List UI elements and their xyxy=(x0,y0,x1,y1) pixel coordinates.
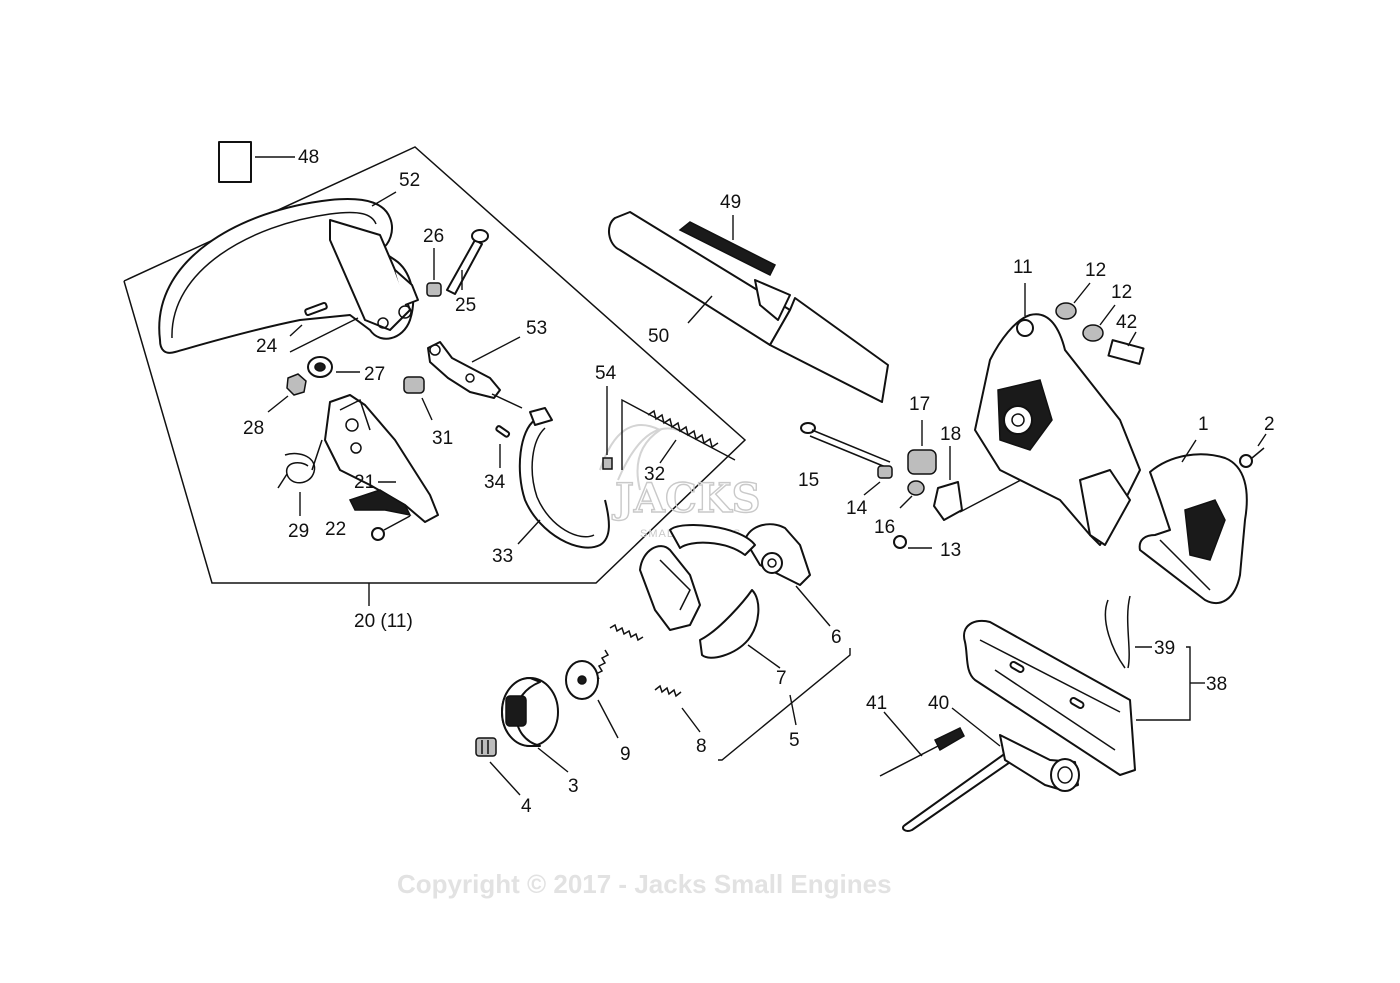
part-9-washer xyxy=(565,660,619,739)
callout-22: 22 xyxy=(325,519,346,540)
callout-4: 4 xyxy=(521,796,532,817)
part-34-pin xyxy=(495,425,511,468)
callout-labels: 48 52 26 25 24 27 28 31 21 29 22 20 (11)… xyxy=(243,147,1275,817)
part-27-washer xyxy=(289,317,360,378)
callout-7: 7 xyxy=(776,668,787,689)
part-1-chain-cover xyxy=(1138,439,1248,604)
callout-27: 27 xyxy=(364,364,385,385)
callout-26: 26 xyxy=(423,226,444,247)
callout-34: 34 xyxy=(484,472,506,493)
callout-20: 20 (11) xyxy=(354,611,413,632)
callout-29: 29 xyxy=(288,521,309,542)
part-32-spring xyxy=(647,409,719,464)
part-54-clip xyxy=(602,386,736,470)
callout-28: 28 xyxy=(243,418,264,439)
callout-54: 54 xyxy=(595,363,617,384)
callout-50: 50 xyxy=(648,326,669,347)
part-31-collar xyxy=(403,376,433,421)
callout-49: 49 xyxy=(720,192,741,213)
callout-38: 38 xyxy=(1206,674,1227,695)
part-11-sprocket-cover xyxy=(974,283,1141,546)
callout-16: 16 xyxy=(874,517,895,538)
watermark-logo: JACKS SMALL ENGINES xyxy=(599,424,761,540)
part-2-screw xyxy=(1239,433,1267,468)
callout-15: 15 xyxy=(798,470,819,491)
callout-13: 13 xyxy=(940,540,961,561)
part-22-screw xyxy=(371,515,411,541)
callout-39: 39 xyxy=(1154,638,1175,659)
callout-48: 48 xyxy=(298,147,319,168)
callout-40: 40 xyxy=(928,693,949,714)
callout-31: 31 xyxy=(432,428,453,449)
callout-2: 2 xyxy=(1264,414,1275,435)
callout-1: 1 xyxy=(1198,414,1209,435)
part-52-hand-guard xyxy=(158,191,419,354)
callout-8: 8 xyxy=(696,736,707,757)
callout-17: 17 xyxy=(909,394,930,415)
brake-assembly-outline xyxy=(123,146,747,606)
part-24-pin xyxy=(289,301,328,337)
callout-53: 53 xyxy=(526,318,547,339)
callout-18: 18 xyxy=(940,424,961,445)
part-48-label xyxy=(218,141,295,183)
part-33-brake-band xyxy=(517,407,610,549)
part-7-clutch-shoe xyxy=(639,524,781,669)
part-42-label xyxy=(1107,331,1145,365)
callout-33: 33 xyxy=(492,546,513,567)
callout-6: 6 xyxy=(831,627,842,648)
callout-3: 3 xyxy=(568,776,579,797)
part-50-guide-bar xyxy=(608,211,889,403)
part-12-nut-b xyxy=(1082,304,1116,342)
part-28-nut xyxy=(267,373,307,413)
callout-14: 14 xyxy=(846,498,868,519)
part-14-adjuster-pin xyxy=(863,465,893,496)
part-25-bolt xyxy=(446,229,489,295)
callout-24: 24 xyxy=(256,336,278,357)
part-21-brake-lever xyxy=(324,394,439,523)
part-53-brake-link xyxy=(427,336,523,409)
callout-11: 11 xyxy=(1013,257,1033,278)
callout-12a: 12 xyxy=(1085,260,1106,281)
part-4-needle-bearing xyxy=(475,737,521,796)
callout-21: 21 xyxy=(354,472,375,493)
part-29-spring xyxy=(277,439,323,516)
part-15-bolt xyxy=(800,422,891,469)
callout-42: 42 xyxy=(1116,312,1137,333)
part-13-screw xyxy=(893,535,932,549)
callout-12b: 12 xyxy=(1111,282,1132,303)
part-41-screwdriver xyxy=(879,711,965,777)
callout-52: 52 xyxy=(399,170,420,191)
part-6-clutch-hub xyxy=(718,523,851,761)
part-12-nut-a xyxy=(1055,282,1091,320)
part-38-scabbard xyxy=(963,595,1205,776)
part-40-wrench xyxy=(902,707,1080,832)
part-16-washer xyxy=(899,480,925,509)
watermark-logo-text: JACKS xyxy=(612,475,760,522)
part-26-nut xyxy=(426,248,442,297)
callout-9: 9 xyxy=(620,744,631,765)
part-8-clutch-spring xyxy=(594,623,701,733)
part-5-bracket xyxy=(789,694,797,726)
callout-5: 5 xyxy=(789,730,800,751)
copyright-watermark: Copyright © 2017 - Jacks Small Engines xyxy=(397,869,892,899)
callout-32: 32 xyxy=(644,464,665,485)
callout-25: 25 xyxy=(455,295,476,316)
callout-41: 41 xyxy=(866,693,887,714)
part-17-nut xyxy=(907,420,937,475)
part-3-clutch-drum xyxy=(501,677,569,773)
